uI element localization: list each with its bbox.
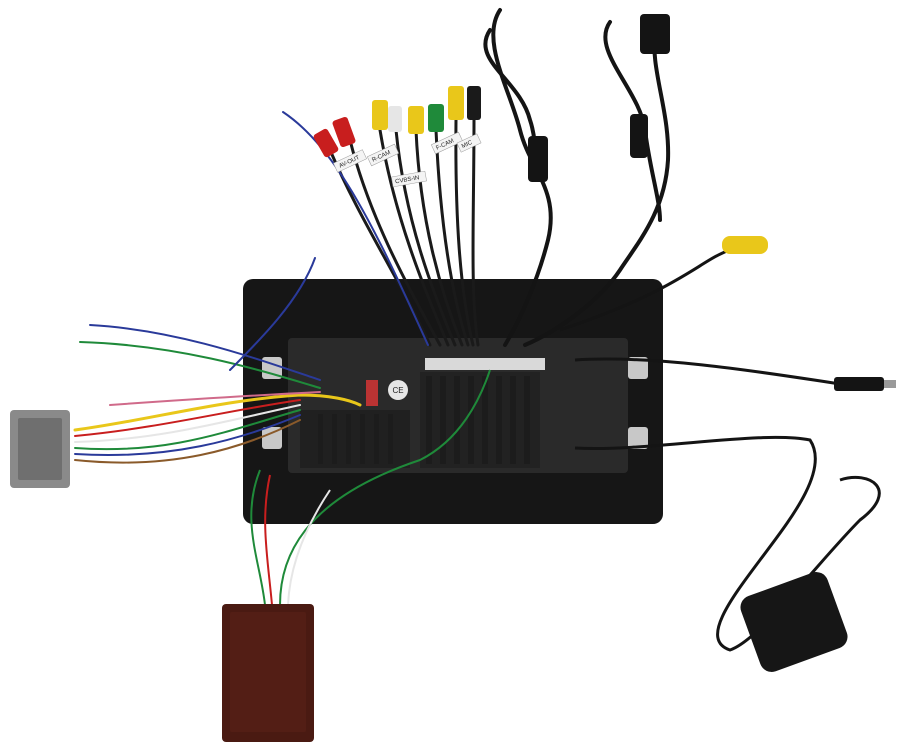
connector-strip	[425, 358, 545, 370]
fuse	[366, 380, 378, 406]
ce-mark-text: CE	[392, 386, 403, 395]
ce-mark	[388, 380, 408, 400]
gps-cable	[574, 435, 881, 652]
mount-bracket	[628, 427, 648, 449]
usb-connector	[630, 114, 648, 158]
usb-connector	[528, 136, 548, 182]
cvbs-in-label: CVBS-IN	[395, 175, 420, 185]
radio-antenna-cable	[574, 357, 841, 386]
usb-connector	[640, 14, 670, 54]
wiring-harness	[73, 257, 362, 464]
gps-antenna	[740, 572, 848, 672]
radio-antenna-tip	[884, 380, 896, 388]
mic-label: MIC	[461, 140, 474, 150]
camera-rca-plug	[722, 236, 768, 254]
mount-bracket	[262, 427, 282, 449]
heatsink	[300, 372, 540, 468]
radio-antenna-plug	[834, 377, 884, 391]
rca-cable-bundle	[282, 111, 480, 347]
canbus-wires	[250, 369, 491, 606]
cable-tags: AV-OUT R-CAM CVBS-IN F-CAM MIC	[333, 131, 482, 188]
mount-bracket	[628, 357, 648, 379]
camera-cable	[559, 248, 731, 332]
rca-plugs	[313, 86, 481, 158]
